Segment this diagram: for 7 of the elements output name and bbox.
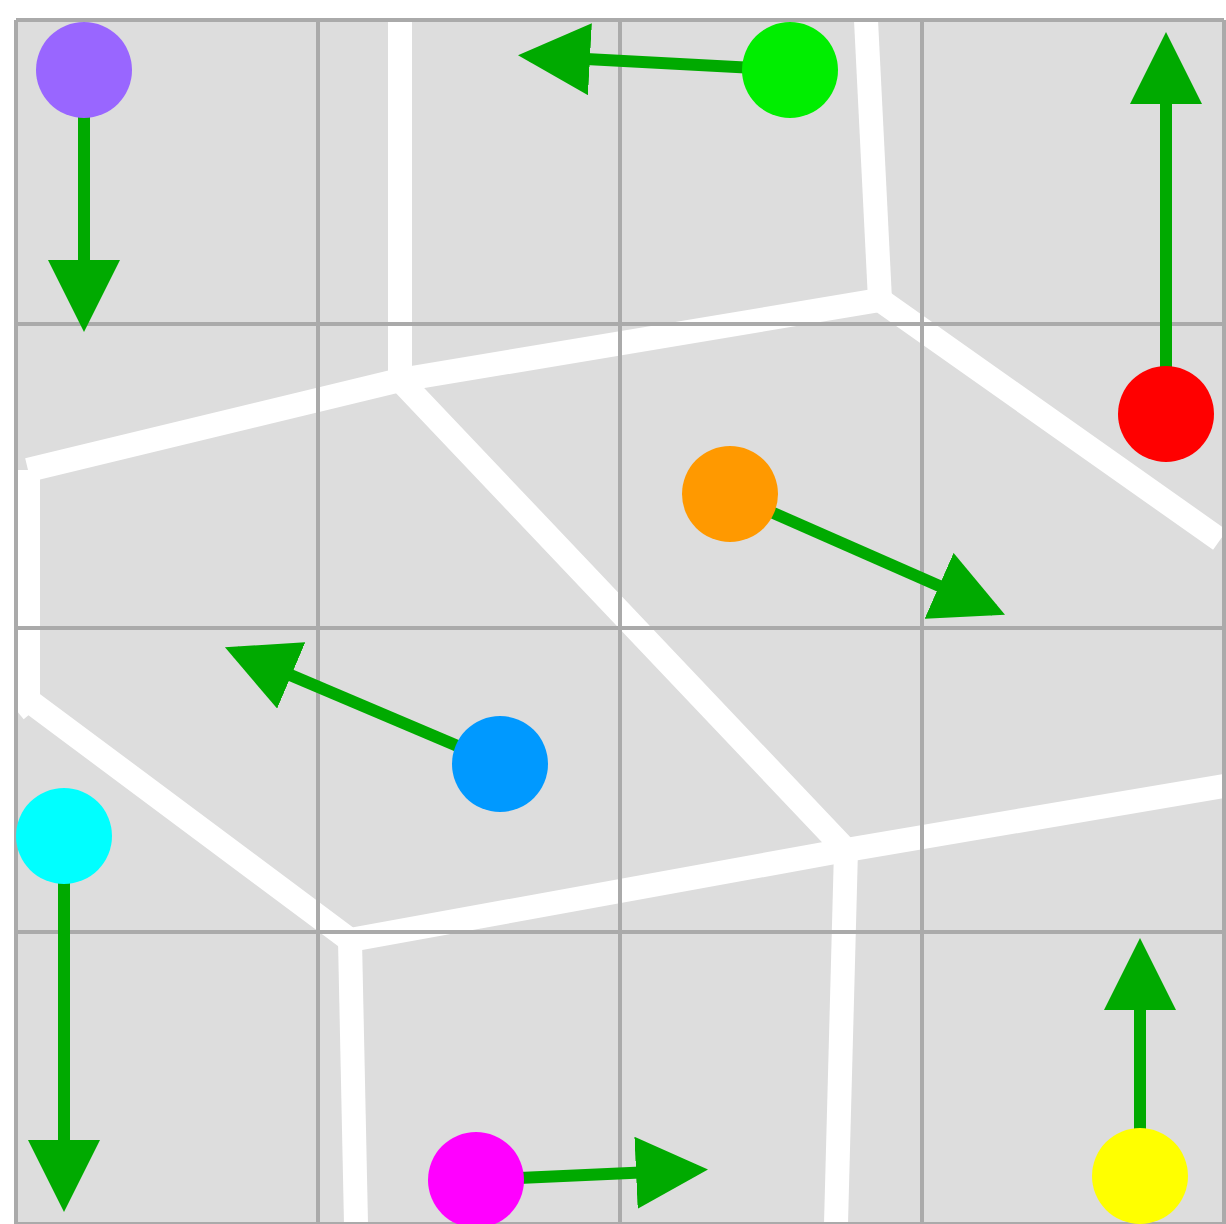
circle-dot xyxy=(452,716,548,812)
circle-dot xyxy=(36,22,132,118)
circle-dot xyxy=(742,22,838,118)
circle-dot xyxy=(16,788,112,884)
circle-dot xyxy=(682,446,778,542)
circle-dot xyxy=(1092,1128,1188,1224)
circle-dot xyxy=(1118,366,1214,462)
